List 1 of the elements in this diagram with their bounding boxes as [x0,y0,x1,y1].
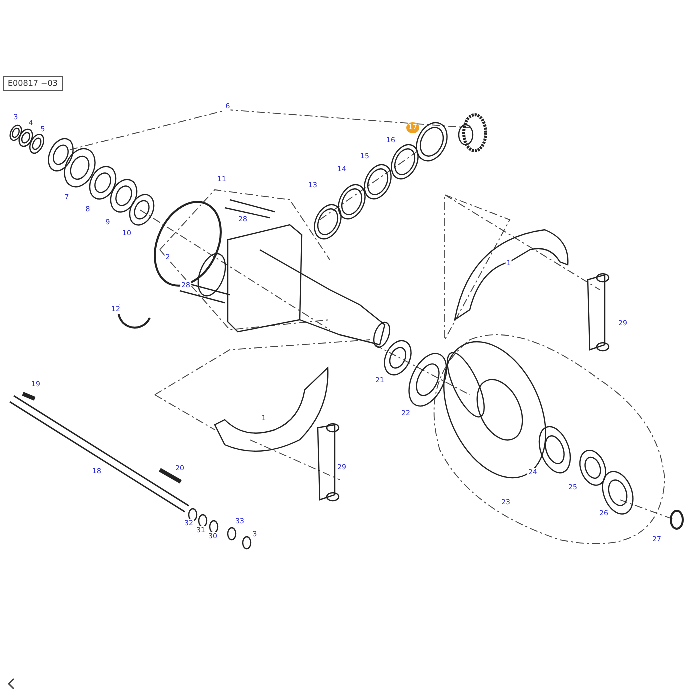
drawing-code-label: E00817 −03 [3,76,63,91]
